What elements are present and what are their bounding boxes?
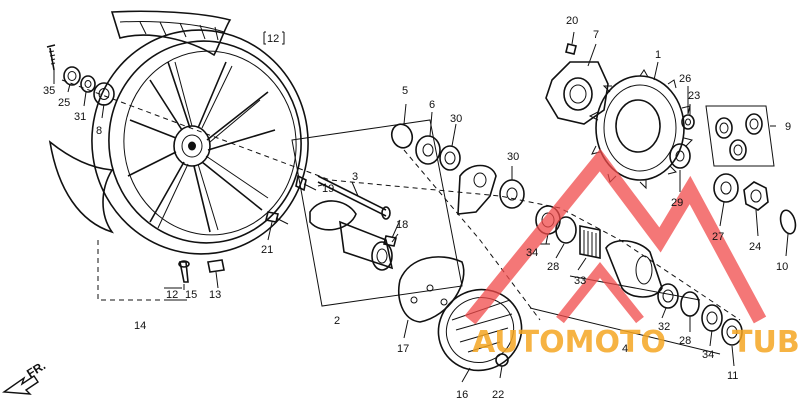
part-label-6: 6	[429, 99, 435, 111]
part-label-10: 10	[776, 261, 788, 273]
brake-plate-17	[398, 256, 465, 323]
part-label-8: 8	[96, 125, 102, 137]
part-label-4: 4	[622, 343, 628, 355]
part-label-2: 2	[334, 315, 340, 327]
part-label-12-bottom: 12	[166, 289, 178, 301]
seal-28b	[680, 291, 700, 317]
axle-3	[317, 175, 391, 220]
bearing-6	[415, 135, 441, 165]
circlip-5	[390, 123, 414, 149]
part-label-15: 15	[185, 289, 197, 301]
direction-label: FR.	[24, 358, 48, 380]
watermark-logo: AUTOMOTO TUB	[464, 148, 800, 360]
front-direction-arrow: FR.	[1, 358, 48, 395]
bolt-21	[265, 211, 289, 225]
part-label-25: 25	[58, 97, 70, 109]
hub-assembly-box	[291, 119, 463, 307]
tire-lower-section	[48, 140, 115, 234]
ref-box-12a	[263, 31, 285, 45]
seal-30b	[499, 179, 525, 209]
part-label-12-top: 12	[267, 33, 279, 45]
part-label-26: 26	[679, 73, 691, 85]
balance-weight-13	[207, 259, 225, 273]
rear-tire	[110, 10, 232, 57]
part-label-27: 27	[712, 231, 724, 243]
bearing-8	[93, 82, 115, 106]
cush-holder	[457, 164, 497, 215]
watermark-text-right: TUB	[732, 325, 800, 360]
part-label-35: 35	[43, 85, 55, 97]
watermark-text-left: AUTOMOTO	[472, 325, 666, 360]
valve-stem-15	[178, 260, 190, 283]
seal-30a	[439, 145, 461, 171]
part-label-21: 21	[261, 244, 273, 256]
part-labels: 1 2 3 4 5 6 7 8 9 10 11 12 12 13 14 15 1…	[43, 15, 791, 401]
bearing-28a	[555, 216, 577, 244]
part-label-33: 33	[574, 275, 586, 287]
part-label-34-right: 34	[702, 349, 714, 361]
part-label-28-left: 28	[547, 261, 559, 273]
ref-box-12b	[164, 287, 182, 301]
collar-11	[721, 318, 743, 346]
bolt-19	[295, 174, 317, 192]
part-label-1: 1	[655, 49, 661, 61]
leader-lines	[53, 31, 789, 383]
part-label-16: 16	[456, 389, 468, 401]
part-label-5: 5	[402, 85, 408, 97]
part-label-30-top: 30	[450, 113, 462, 125]
part-label-24: 24	[749, 241, 761, 253]
part-label-30-bottom: 30	[507, 151, 519, 163]
part-label-20: 20	[566, 15, 578, 27]
nut-24	[743, 181, 769, 211]
sprocket-flange-7	[545, 61, 609, 125]
adjuster-set-9	[705, 105, 775, 167]
collar-25	[63, 66, 81, 86]
washer-27	[713, 173, 739, 203]
dust-seal-31	[80, 75, 96, 93]
pin-10	[779, 209, 797, 235]
part-label-31: 31	[74, 111, 86, 123]
part-label-28-right: 28	[679, 335, 691, 347]
part-label-9: 9	[785, 121, 791, 133]
part-label-3: 3	[352, 171, 358, 183]
nut-23-26	[681, 114, 695, 130]
bearing-33	[579, 225, 601, 259]
spacer-34b	[701, 304, 723, 332]
washer-29	[669, 143, 691, 169]
part-label-18: 18	[396, 219, 408, 231]
part-label-14: 14	[134, 320, 146, 332]
part-label-23: 23	[688, 90, 700, 102]
part-label-32: 32	[658, 321, 670, 333]
wheel-bolt-35	[46, 44, 56, 71]
part-label-19: 19	[322, 183, 334, 195]
part-label-17: 17	[397, 343, 409, 355]
hub-flange	[309, 200, 394, 271]
bearing-32	[657, 283, 679, 309]
part-label-34-left: 34	[526, 247, 538, 259]
part-label-29: 29	[671, 197, 683, 209]
part-label-22: 22	[492, 389, 504, 401]
part-label-7: 7	[593, 29, 599, 41]
bolt-20	[565, 43, 577, 55]
rear-wheel	[91, 29, 309, 255]
part-label-11: 11	[727, 370, 738, 382]
part-label-13: 13	[209, 289, 221, 301]
